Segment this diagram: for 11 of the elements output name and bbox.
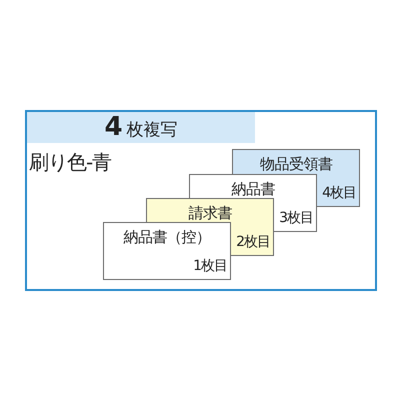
sheet-number: 2枚目 [236,234,270,251]
form-frame [25,110,377,291]
sheet-title: 納品書（控） [124,228,210,246]
sheet-title: 請求書 [188,204,232,222]
copy-sheet [103,222,231,280]
print-color-text: 刷り色-青 [29,150,112,174]
sheet-number: 1枚目 [193,258,227,275]
sheet-title: 物品受領書 [260,155,332,173]
sheet-number: 4枚目 [322,185,356,202]
sheet-number: 3枚目 [279,210,313,227]
sheet-title: 納品書 [231,180,275,198]
